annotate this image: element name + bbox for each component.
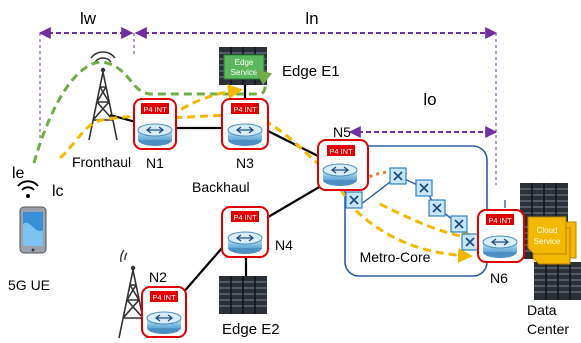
p4-int-label: P4 INT <box>329 147 353 156</box>
dimension-ln: ln <box>134 9 498 39</box>
p4-int-label: P4 INT <box>152 293 176 302</box>
data-center: Cloud Service Data Center <box>519 182 581 337</box>
fronthaul-label: Fronthaul <box>72 154 131 170</box>
p4-int-badge <box>141 103 169 114</box>
metro-switch <box>415 179 433 197</box>
node-n3: P4 INT N3 <box>221 98 269 171</box>
node-n4-label: N4 <box>275 237 293 253</box>
path-lc-to-edge-yellow <box>169 84 243 118</box>
node-n5-label: N5 <box>333 124 351 140</box>
cloud-service-box <box>527 216 567 255</box>
ue-label: 5G UE <box>8 277 50 293</box>
dimension-lo: lo <box>348 90 498 138</box>
cell-tower-n2 <box>118 249 148 339</box>
node-n2: P4 INT N2 <box>141 269 187 338</box>
edge-e2-label: Edge E2 <box>222 321 280 338</box>
node-n6-label: N6 <box>490 270 508 286</box>
data-center-label-line1: Data <box>527 302 557 318</box>
edge-service-line2: Service <box>231 68 258 77</box>
p4-int-badge <box>231 211 259 222</box>
p4-int-label: P4 INT <box>233 213 257 222</box>
path-le-green <box>32 60 273 164</box>
p4-int-label: P4 INT <box>488 216 512 225</box>
label-lc: lc <box>52 183 64 200</box>
edge-e1-datacenter: Edge Service Edge E1 <box>218 46 340 86</box>
ue-phone-icon <box>19 206 47 254</box>
cloud-service-line2: Service <box>534 237 561 246</box>
p4-int-badge <box>150 291 178 302</box>
data-center-label-line2: Center <box>527 321 569 337</box>
label-ln: ln <box>305 9 318 28</box>
path-lo-orange <box>351 170 409 190</box>
p4-int-badge <box>486 214 514 225</box>
label-lw: lw <box>80 9 97 28</box>
p4-int-label: P4 INT <box>143 105 167 114</box>
metro-switch <box>461 233 479 251</box>
metro-core-label: Metro-Core <box>360 249 431 265</box>
label-le: le <box>12 165 25 182</box>
edge-e1-label: Edge E1 <box>282 63 340 80</box>
metro-switch <box>389 167 407 185</box>
p4-int-badge <box>231 103 259 114</box>
cell-tower-fronthaul <box>88 51 118 141</box>
node-n2-label: N2 <box>149 269 167 285</box>
p4-int-badge <box>327 145 355 156</box>
cloud-service-line1: Cloud <box>537 226 558 235</box>
node-n3-label: N3 <box>236 155 254 171</box>
metro-switch <box>345 191 363 209</box>
edge-service-box <box>223 54 265 80</box>
edge-service-line1: Edge <box>235 58 254 67</box>
dimension-lw: lw <box>38 9 134 39</box>
p4-int-label: P4 INT <box>233 105 257 114</box>
wifi-icon <box>17 180 39 198</box>
node-n6: P4 INT N6 <box>477 209 525 286</box>
node-n4: P4 INT N4 <box>221 206 293 258</box>
node-n1-label: N1 <box>146 155 164 171</box>
metro-switch <box>428 199 446 217</box>
metro-switch <box>450 215 468 233</box>
edge-e2-datacenter: Edge E2 <box>218 275 280 338</box>
label-lo: lo <box>423 90 436 109</box>
node-n5: P4 INT N5 <box>317 124 369 191</box>
path-lc-yellow <box>59 112 473 263</box>
backhaul-label: Backhaul <box>192 179 250 195</box>
node-n1: P4 INT N1 <box>133 98 177 171</box>
